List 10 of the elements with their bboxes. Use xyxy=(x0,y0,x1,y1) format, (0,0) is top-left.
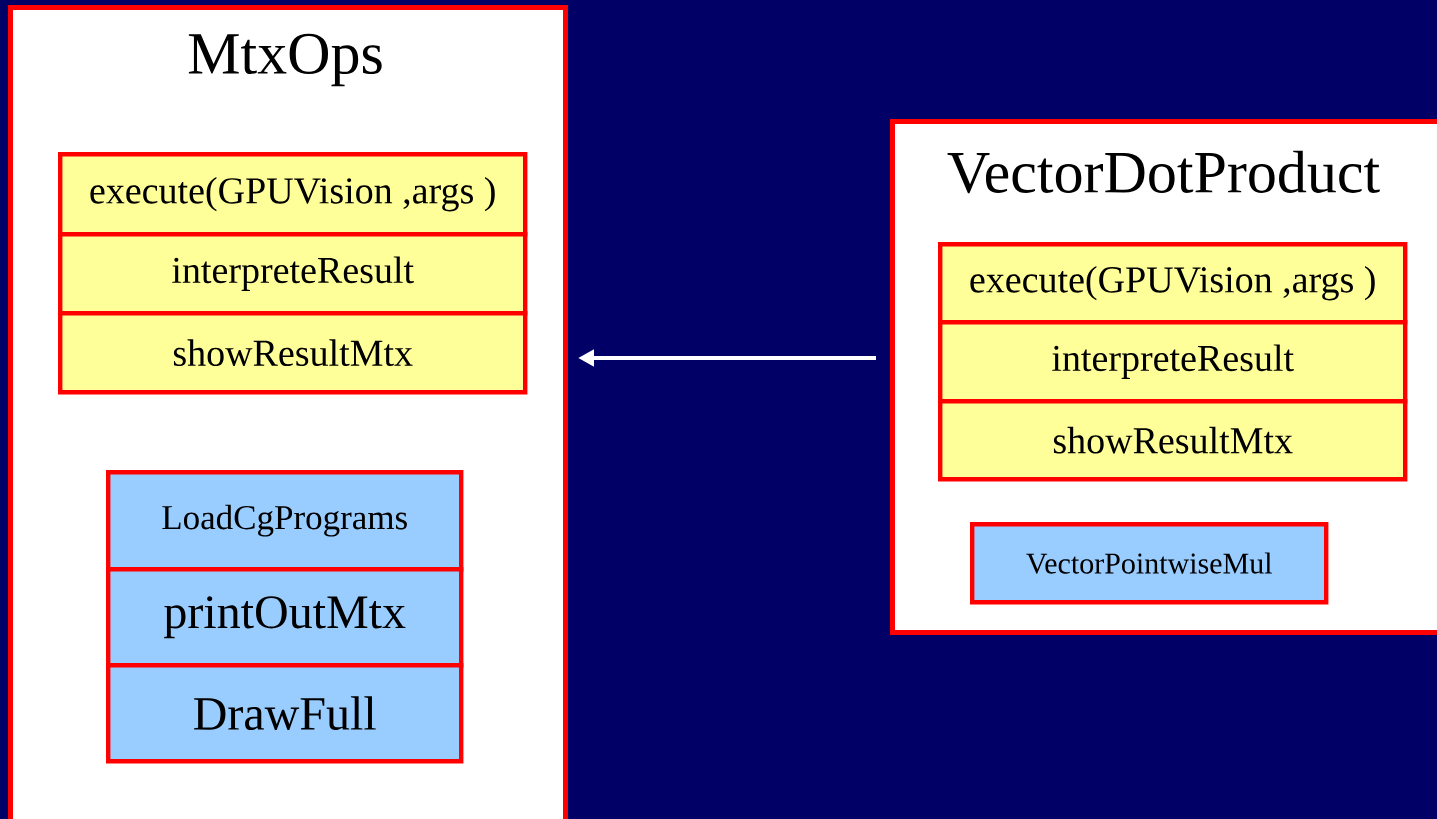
helper-row: VectorPointwiseMul xyxy=(970,522,1329,605)
method-row: execute(GPUVision ,args ) xyxy=(938,242,1408,325)
helper-row: DrawFull xyxy=(106,663,464,764)
method-row: showResultMtx xyxy=(58,311,528,395)
helper-row: printOutMtx xyxy=(106,567,464,668)
method-row: interpreteResult xyxy=(938,320,1408,404)
method-row: execute(GPUVision ,args ) xyxy=(58,152,528,237)
method-row: interpreteResult xyxy=(58,232,528,316)
method-row: showResultMtx xyxy=(938,399,1408,482)
helper-row: LoadCgPrograms xyxy=(106,470,464,572)
